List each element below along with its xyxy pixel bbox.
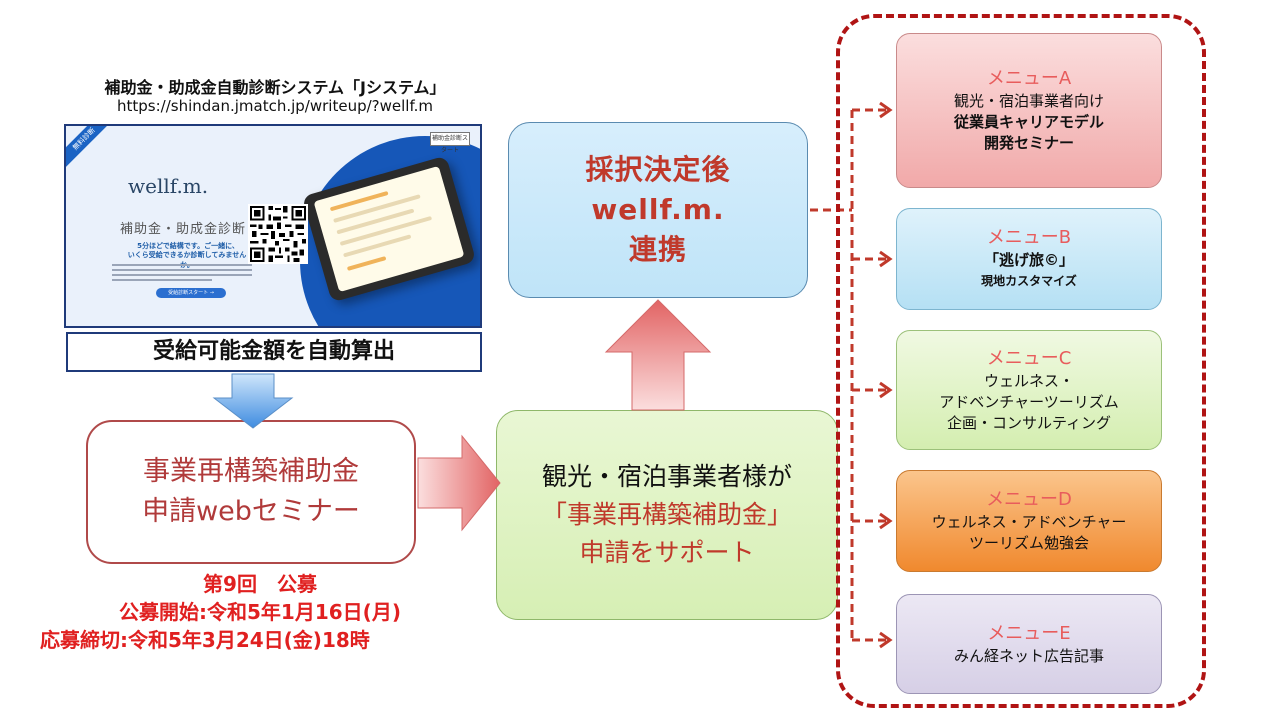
- adoption-box: 採択決定後 wellf.m. 連携: [508, 122, 808, 298]
- menu-c-box: メニューC ウェルネス・ アドベンチャーツーリズム 企画・コンサルティング: [896, 330, 1162, 450]
- menu-b-arrow-icon: [879, 250, 893, 268]
- menu-e-desc-1: みん経ネット広告記事: [953, 646, 1104, 665]
- adopt-line-1: 採択決定後: [585, 153, 731, 186]
- adopt-line-2: wellf.m.: [591, 193, 725, 226]
- menu-a-desc-1: 観光・宿泊事業者向け: [953, 92, 1104, 110]
- menu-a-desc-2: 従業員キャリアモデル: [953, 113, 1104, 131]
- menu-d-box: メニューD ウェルネス・アドベンチャー ツーリズム勉強会: [896, 470, 1162, 572]
- down-arrow-icon: [212, 373, 294, 429]
- menu-frame: [836, 14, 1206, 708]
- menu-e-arrow-icon: [879, 631, 893, 649]
- menu-b-desc-2: 現地カスタマイズ: [981, 274, 1077, 288]
- qr-code-icon: [248, 204, 308, 264]
- round-info: 第9回 公募 公募開始:令和5年1月16日(月) 応募締切:令和5年3月24日(…: [40, 570, 480, 654]
- seminar-box: 事業再構築補助金 申請webセミナー: [86, 420, 416, 564]
- menu-a-arrow-icon: [879, 101, 893, 119]
- menu-c-arrow-icon: [879, 381, 893, 399]
- menu-b-name: メニューB: [986, 227, 1072, 248]
- menu-d-name: メニューD: [986, 489, 1072, 510]
- screenshot-blurb-1: 5分ほどで結構です。ご一緒に、: [137, 242, 239, 250]
- wellfm-logo: wellf.m.: [128, 174, 209, 198]
- menu-d-arrow-icon: [879, 512, 893, 530]
- menu-c-desc-3: 企画・コンサルティング: [946, 413, 1112, 432]
- menu-c-desc-1: ウェルネス・: [983, 371, 1074, 390]
- menu-b-box: メニューB 「逃げ旅©」 現地カスタマイズ: [896, 208, 1162, 310]
- menu-a-desc-3: 開発セミナー: [983, 134, 1074, 152]
- screenshot-top-button: 補助金診断スタート: [430, 132, 470, 154]
- round-deadline: 応募締切:令和5年3月24日(金)18時: [40, 628, 370, 652]
- support-line-2: 「事業再構築補助金」: [541, 500, 792, 529]
- menu-a-name: メニューA: [986, 68, 1072, 89]
- screenshot-start-button: 受給診断スタート →: [156, 288, 226, 298]
- menu-c-name: メニューC: [986, 347, 1072, 369]
- support-line-3: 申請をサポート: [579, 538, 755, 567]
- seminar-line-2: 申請webセミナー: [142, 496, 360, 527]
- auto-calc-label: 受給可能金額を自動算出: [66, 332, 482, 372]
- screenshot-subtitle: 補助金・助成金診断: [120, 222, 247, 237]
- system-url[interactable]: https://shindan.jmatch.jp/writeup/?wellf…: [116, 97, 434, 115]
- menu-a-box: メニューA 観光・宿泊事業者向け 従業員キャリアモデル 開発セミナー: [896, 33, 1162, 188]
- support-box: 観光・宿泊事業者様が 「事業再構築補助金」 申請をサポート: [496, 410, 838, 620]
- menu-c-desc-2: アドベンチャーツーリズム: [939, 392, 1119, 411]
- system-title: 補助金・助成金自動診断システム「Jシステム」: [104, 78, 446, 97]
- right-arrow-icon: [417, 434, 501, 532]
- menu-e-name: メニューE: [987, 622, 1071, 644]
- menu-b-desc-1: 「逃げ旅©」: [983, 251, 1074, 269]
- menu-d-desc-2: ツーリズム勉強会: [968, 534, 1089, 552]
- seminar-line-1: 事業再構築補助金: [143, 456, 359, 487]
- menu-d-desc-1: ウェルネス・アドベンチャー: [931, 513, 1127, 531]
- up-arrow-icon: [604, 299, 712, 411]
- menu-e-box: メニューE みん経ネット広告記事: [896, 594, 1162, 694]
- website-screenshot: 無料診断 補助金診断スタート wellf.m. 補助金・助成金診断 5分ほどで結…: [64, 124, 482, 328]
- round-start: 公募開始:令和5年1月16日(月): [119, 600, 401, 624]
- adopt-line-3: 連携: [628, 233, 687, 266]
- round-title: 第9回 公募: [203, 572, 317, 596]
- support-line-1: 観光・宿泊事業者様が: [541, 462, 792, 491]
